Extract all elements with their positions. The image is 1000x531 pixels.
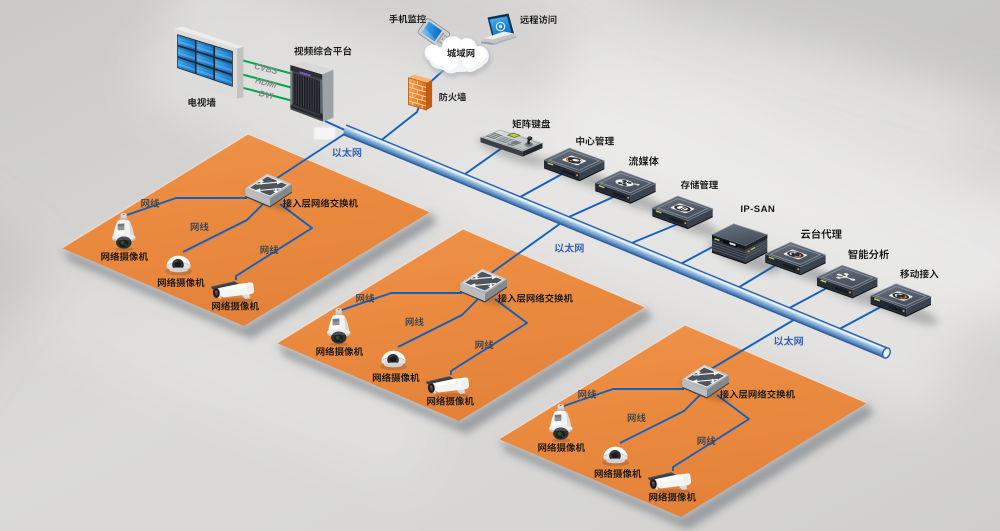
svg-text:DVI: DVI [258, 88, 275, 101]
svg-text:IP-SAN: IP-SAN [740, 204, 775, 215]
